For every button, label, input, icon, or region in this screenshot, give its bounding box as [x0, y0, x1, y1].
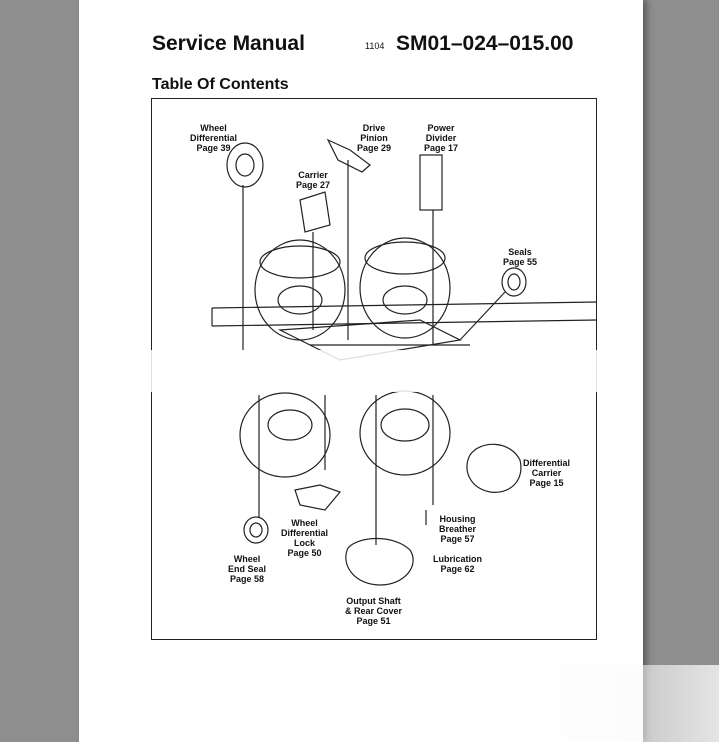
power-divider-part	[419, 154, 443, 211]
frame-rail	[211, 301, 598, 309]
wheel-end-seal-ring	[243, 516, 269, 544]
differential-carrier-part	[466, 443, 522, 493]
diff-lock-part	[294, 484, 342, 511]
revision-code: 1104	[365, 41, 385, 51]
output-shaft-cover-part	[345, 537, 414, 586]
tire-upper-right	[359, 237, 451, 339]
page-corner-shadow	[460, 665, 719, 742]
seals-ring	[501, 267, 527, 297]
carrier-part	[299, 191, 331, 233]
document-number: SM01–024–015.00	[396, 32, 574, 55]
watermark-band	[79, 350, 643, 392]
section-title: Table Of Contents	[152, 76, 289, 93]
tire-lower-right	[359, 390, 451, 476]
drive-pinion-part	[326, 138, 371, 173]
tire-lower-left	[239, 392, 331, 478]
wheel-differential-gear	[226, 142, 264, 188]
document-title: Service Manual	[152, 32, 305, 55]
